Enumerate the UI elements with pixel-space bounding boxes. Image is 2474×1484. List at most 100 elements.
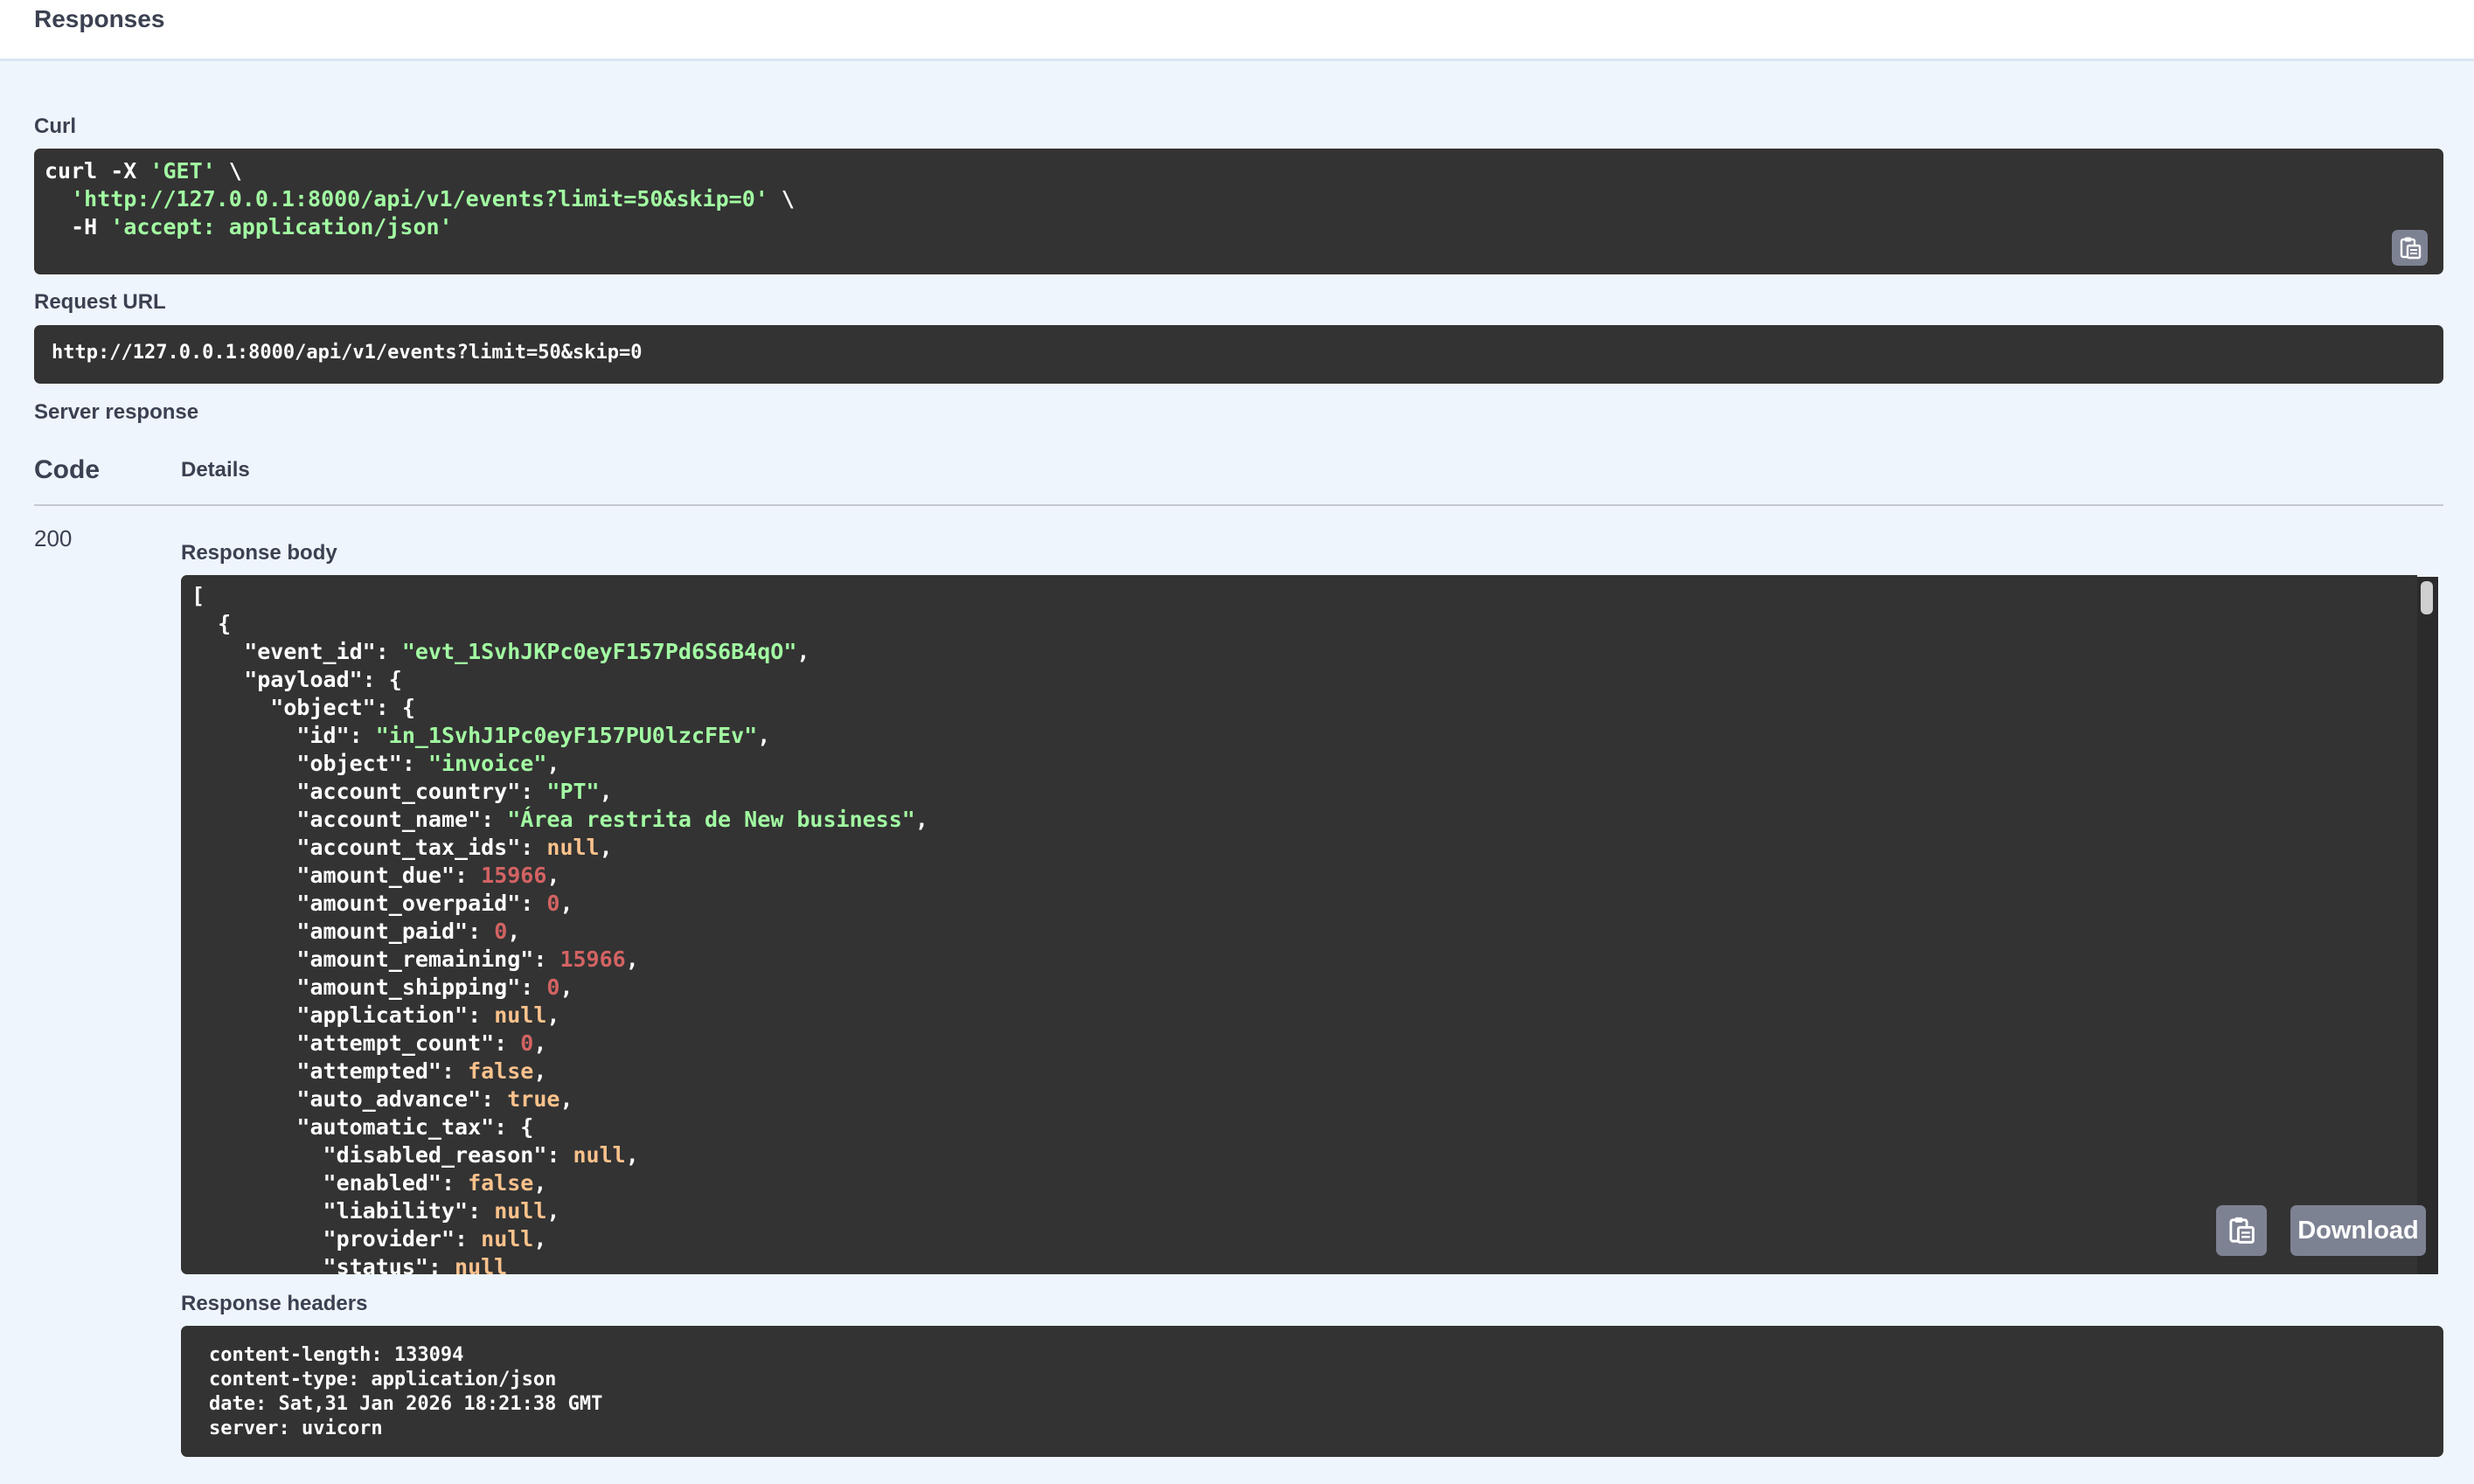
json-token: , — [546, 751, 560, 776]
json-token: , — [625, 947, 639, 972]
json-token: null — [494, 1198, 547, 1224]
json-token: "Área restrita de New business" — [507, 807, 915, 832]
scrollbar-thumb[interactable] — [2421, 581, 2433, 614]
response-body-line: "payload": { — [191, 667, 402, 692]
json-token: "amount_overpaid": — [191, 891, 547, 916]
copy-curl-button[interactable] — [2392, 230, 2428, 266]
response-body-line: "status": null — [191, 1254, 508, 1274]
json-token: "payload": { — [191, 667, 402, 692]
json-token: "account_tax_ids": — [191, 835, 547, 860]
json-token: "status": — [191, 1254, 455, 1274]
response-body-line: "amount_due": 15966, — [191, 863, 559, 888]
json-token: , — [559, 1086, 573, 1112]
json-token: "disabled_reason": — [191, 1142, 573, 1168]
json-token: { — [191, 611, 232, 636]
response-headers-label: Response headers — [181, 1292, 368, 1315]
json-token: "object": { — [191, 695, 415, 720]
json-token: "account_country": — [191, 779, 547, 804]
json-token: , — [546, 863, 560, 888]
request-url-block[interactable]: http://127.0.0.1:8000/api/v1/events?limi… — [34, 325, 2443, 384]
response-body-line: "auto_advance": true, — [191, 1086, 573, 1112]
response-body-line: "disabled_reason": null, — [191, 1142, 639, 1168]
json-token: [ — [191, 583, 205, 608]
code-column-header: Code — [34, 455, 100, 484]
json-token: 0 — [546, 974, 560, 1000]
json-token: "amount_due": — [191, 863, 482, 888]
header-content-type: content-type: application/json — [209, 1369, 557, 1390]
json-token: "account_name": — [191, 807, 508, 832]
response-body-scrollbar[interactable] — [2417, 577, 2438, 1274]
clipboard-copy-icon — [2400, 237, 2421, 259]
response-body-line: "attempt_count": 0, — [191, 1030, 546, 1056]
response-body-line: "account_tax_ids": null, — [191, 835, 612, 860]
json-token: , — [625, 1142, 639, 1168]
json-token: "amount_remaining": — [191, 947, 560, 972]
json-token: "enabled": — [191, 1170, 469, 1196]
response-body-line: "attempted": false, — [191, 1058, 546, 1084]
json-token: null — [573, 1142, 626, 1168]
response-body-line: "amount_overpaid": 0, — [191, 891, 573, 916]
json-token: "provider": — [191, 1226, 482, 1252]
response-body-block[interactable]: [ { "event_id": "evt_1SvhJKPc0eyF157Pd6S… — [181, 575, 2417, 1274]
header-divider — [34, 504, 2443, 506]
json-token: "invoice" — [427, 751, 547, 776]
json-token: , — [507, 919, 521, 944]
json-token: , — [559, 891, 573, 916]
json-token: , — [796, 639, 810, 664]
json-token: "automatic_tax": { — [191, 1114, 534, 1140]
json-token: 15966 — [481, 863, 547, 888]
json-token: , — [757, 723, 771, 748]
json-token: "id": — [191, 723, 376, 748]
response-body-line: "amount_paid": 0, — [191, 919, 520, 944]
json-token: "auto_advance": — [191, 1086, 508, 1112]
json-token: true — [507, 1086, 560, 1112]
json-token: "amount_shipping": — [191, 974, 547, 1000]
json-token: false — [468, 1058, 534, 1084]
json-token: , — [546, 1002, 560, 1028]
json-token: , — [546, 1198, 560, 1224]
json-token: , — [533, 1030, 547, 1056]
json-token: null — [455, 1254, 508, 1274]
response-body-line: "enabled": false, — [191, 1170, 547, 1196]
json-token: "attempt_count": — [191, 1030, 521, 1056]
response-body-line: "account_country": "PT", — [191, 779, 613, 804]
json-token: "PT" — [546, 779, 600, 804]
responses-header-bar: Responses — [0, 0, 2474, 61]
response-body-line: "event_id": "evt_1SvhJKPc0eyF157Pd6S6B4q… — [191, 639, 810, 664]
response-body-line: "object": { — [191, 695, 415, 720]
json-token: null — [546, 835, 600, 860]
response-headers-block[interactable]: content-length: 133094 content-type: app… — [181, 1326, 2443, 1457]
response-body-line: "amount_shipping": 0, — [191, 974, 573, 1000]
json-token: , — [533, 1226, 547, 1252]
response-code: 200 — [34, 525, 73, 551]
server-response-label: Server response — [34, 400, 199, 424]
json-token: "liability": — [191, 1198, 495, 1224]
json-token: 15966 — [559, 947, 626, 972]
json-token: null — [494, 1002, 547, 1028]
json-token: "attempted": — [191, 1058, 469, 1084]
json-token: 0 — [546, 891, 560, 916]
json-token: , — [533, 1058, 547, 1084]
json-token: "evt_1SvhJKPc0eyF157Pd6S6B4qO" — [401, 639, 797, 664]
json-token: "object": — [191, 751, 428, 776]
response-body-line: "account_name": "Área restrita de New bu… — [191, 807, 928, 832]
json-token: 0 — [520, 1030, 534, 1056]
response-body-line: [ — [191, 583, 205, 608]
clipboard-copy-icon — [2229, 1217, 2255, 1244]
response-body-json: [ { "event_id": "evt_1SvhJKPc0eyF157Pd6S… — [191, 582, 928, 1274]
json-token: "amount_paid": — [191, 919, 495, 944]
json-token: , — [914, 807, 928, 832]
json-token: , — [559, 974, 573, 1000]
json-token: , — [599, 779, 613, 804]
json-token: false — [468, 1170, 534, 1196]
download-button[interactable]: Download — [2290, 1205, 2426, 1256]
request-url-value: http://127.0.0.1:8000/api/v1/events?limi… — [52, 342, 643, 364]
json-token: "application": — [191, 1002, 495, 1028]
response-body-label: Response body — [181, 541, 337, 565]
json-token: null — [481, 1226, 534, 1252]
curl-code-block[interactable]: curl -X 'GET' \ 'http://127.0.0.1:8000/a… — [34, 149, 2443, 274]
json-token: "event_id": — [191, 639, 402, 664]
copy-response-button[interactable] — [2216, 1205, 2267, 1256]
curl-label: Curl — [34, 114, 76, 138]
response-body-line: "id": "in_1SvhJ1Pc0eyF157PU0lzcFEv", — [191, 723, 770, 748]
